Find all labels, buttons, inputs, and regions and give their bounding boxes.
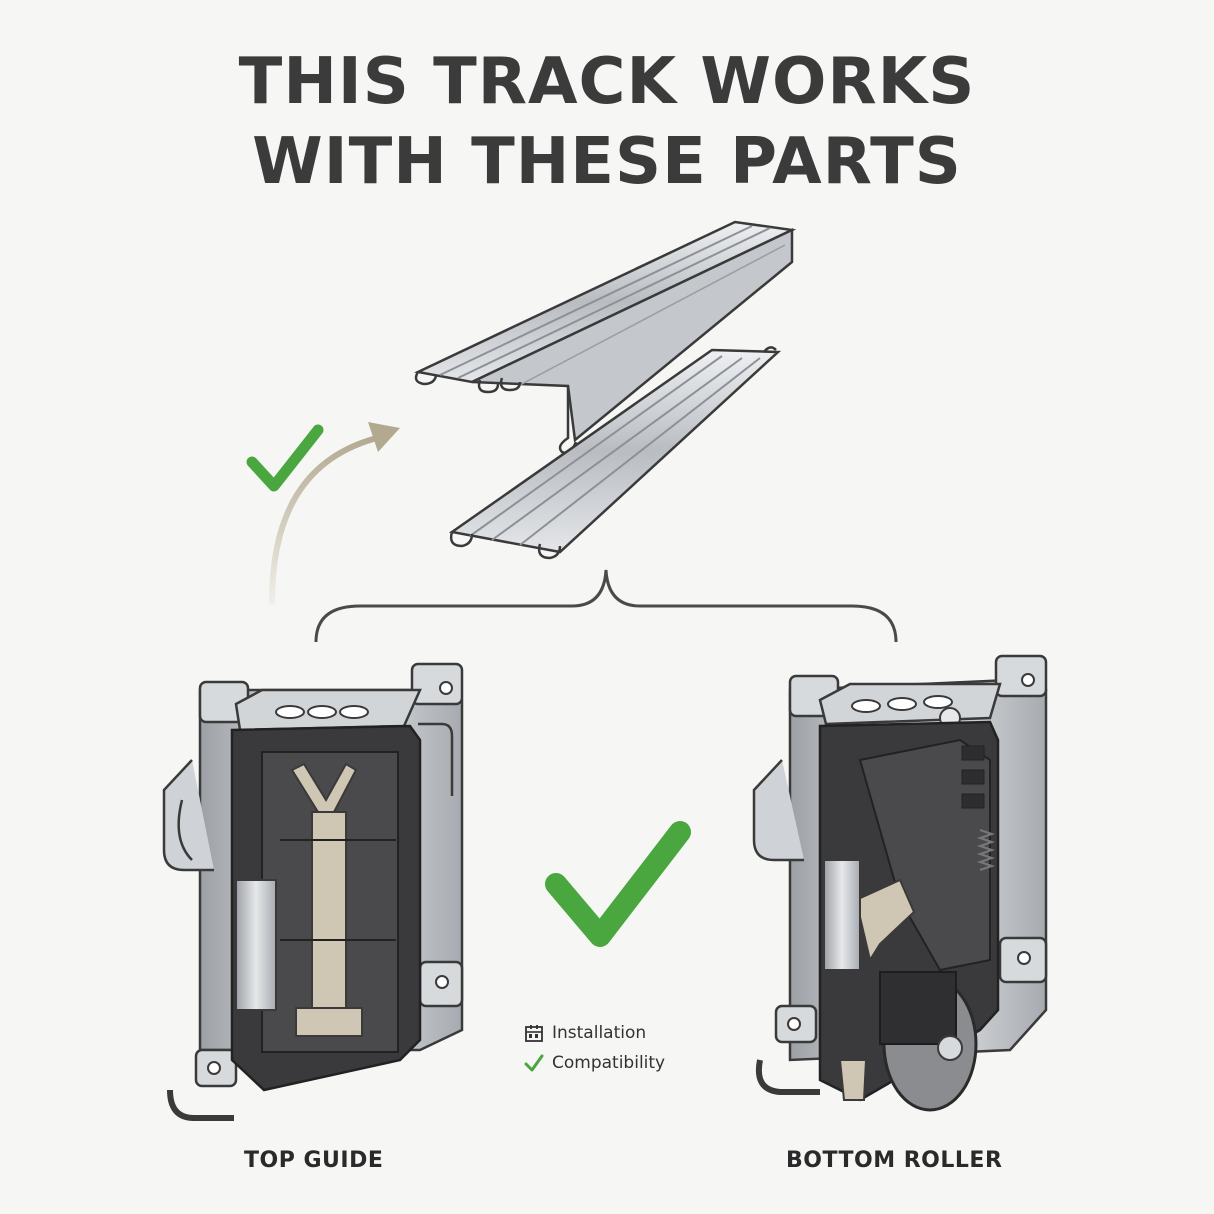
title-line-1: THIS TRACK WORKS	[238, 45, 976, 119]
top-guide-illustration	[162, 662, 464, 1121]
legend-label-compatibility: Compatibility	[552, 1053, 666, 1073]
page-title: THIS TRACK WORKS WITH THESE PARTS	[0, 42, 1214, 202]
title-line-2: WITH THESE PARTS	[252, 125, 962, 199]
bottom-track-rail	[448, 346, 782, 560]
bottom-roller-label: BOTTOM ROLLER	[786, 1148, 1003, 1173]
grouping-bracket	[314, 569, 898, 643]
top-track-rail	[413, 220, 797, 455]
legend-item-installation: Installation	[524, 1018, 665, 1048]
connector-arrow	[269, 422, 400, 605]
checkmark-icon	[524, 1054, 544, 1072]
small-checkmark-icon	[246, 424, 324, 492]
installation-icon	[525, 1025, 543, 1042]
large-checkmark-icon	[545, 821, 691, 947]
top-guide-label: TOP GUIDE	[244, 1148, 384, 1173]
legend: Installation Compatibility	[524, 1018, 665, 1078]
legend-item-compatibility: Compatibility	[524, 1048, 665, 1078]
legend-label-installation: Installation	[552, 1023, 647, 1043]
bottom-roller-illustration	[752, 654, 1048, 1112]
